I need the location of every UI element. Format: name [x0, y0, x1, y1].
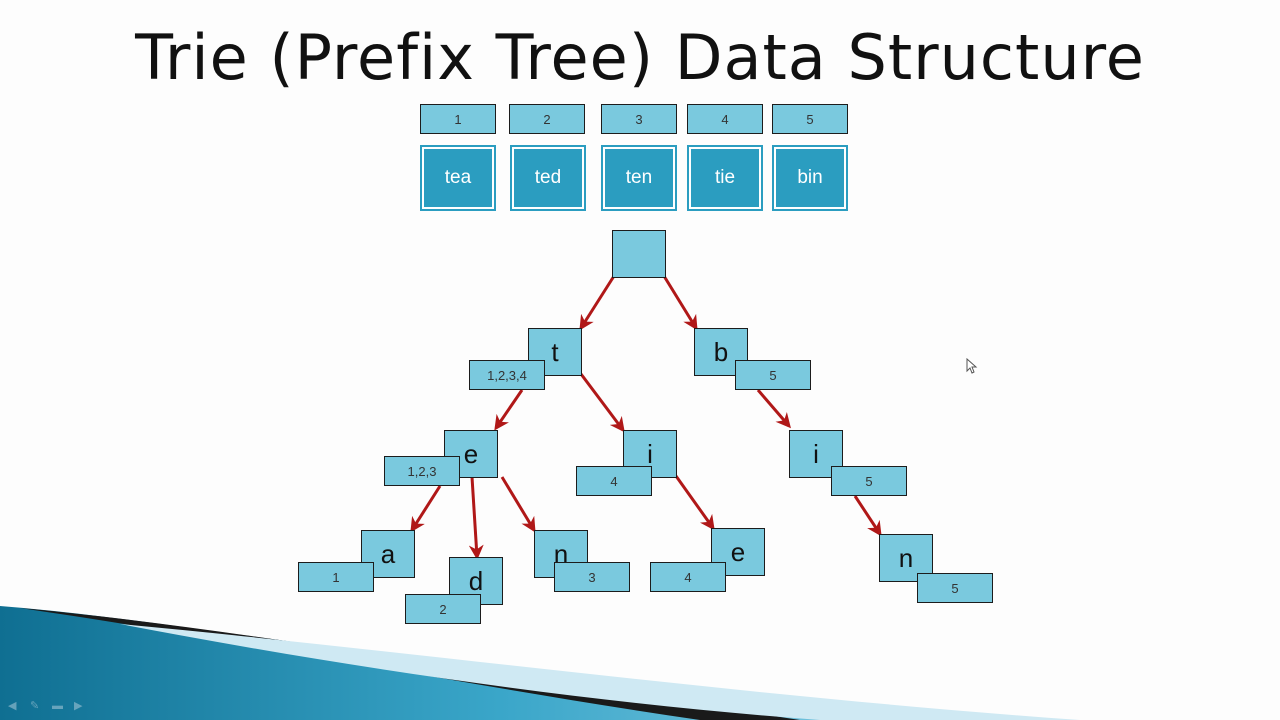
word-index-4: 4 [687, 104, 763, 134]
word-index-1: 1 [420, 104, 496, 134]
word-index-2: 2 [509, 104, 585, 134]
edge-t-e [494, 389, 524, 431]
trie-ids-t: 1,2,3,4 [469, 360, 545, 390]
edge-root-t [579, 275, 616, 331]
word-bin: bin [772, 145, 848, 211]
trie-root-node [612, 230, 666, 278]
trie-ids-ten: 3 [554, 562, 630, 592]
word-index-3: 3 [601, 104, 677, 134]
word-index-5: 5 [772, 104, 848, 134]
previous-icon[interactable]: ◀ [8, 700, 17, 712]
slide-title: Trie (Prefix Tree) Data Structure [135, 21, 1145, 94]
trie-ids-tea: 1 [298, 562, 374, 592]
edge-e-n [500, 476, 536, 533]
edge-e-d [468, 476, 484, 560]
edge-e-a [410, 485, 442, 533]
edge-i-e [674, 475, 715, 531]
slide-nav-controls: ◀ ✎ ▬ ▶ [8, 700, 88, 712]
trie-ids-ted: 2 [405, 594, 481, 624]
footer-decoration [0, 606, 1080, 720]
trie-ids-te: 1,2,3 [384, 456, 460, 486]
menu-icon[interactable]: ▬ [52, 700, 63, 712]
word-ted: ted [510, 145, 586, 211]
pen-icon[interactable]: ✎ [30, 700, 40, 712]
trie-ids-ti: 4 [576, 466, 652, 496]
edge-root-b [662, 275, 698, 331]
word-tea: tea [420, 145, 496, 211]
trie-ids-b: 5 [735, 360, 811, 390]
cursor-icon [966, 358, 978, 374]
trie-ids-bi: 5 [831, 466, 907, 496]
trie-ids-tie: 4 [650, 562, 726, 592]
word-ten: ten [601, 145, 677, 211]
edge-b-i [756, 389, 791, 429]
next-icon[interactable]: ▶ [74, 700, 83, 712]
word-tie: tie [687, 145, 763, 211]
trie-ids-bin: 5 [917, 573, 993, 603]
edge-i-n [853, 495, 882, 537]
edge-t-i [579, 373, 625, 433]
